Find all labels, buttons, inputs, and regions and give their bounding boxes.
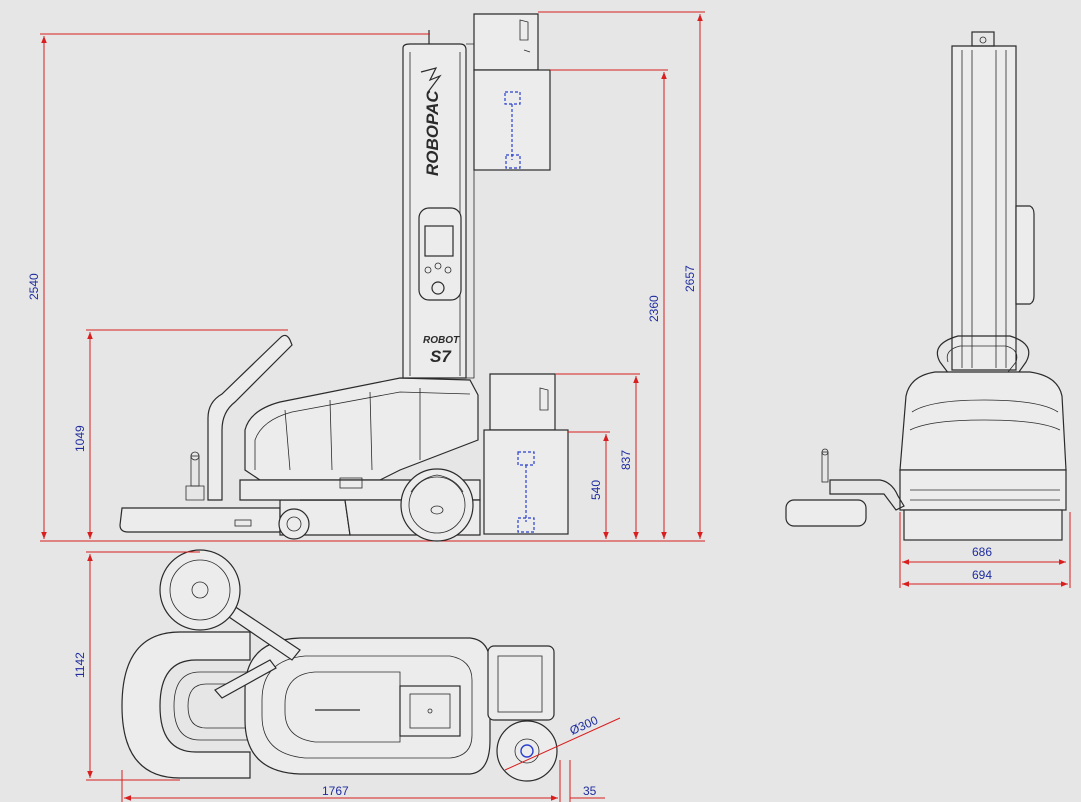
logo: ROBOPAC [423, 90, 442, 176]
front-column [951, 45, 1017, 371]
plan-wheel-hub [514, 738, 540, 764]
column-rail [466, 43, 475, 379]
dim-686-label: 686 [972, 545, 992, 559]
control-panel [418, 207, 462, 301]
plan-skid-inner-2 [187, 683, 250, 729]
front-wheel-hub [286, 516, 302, 532]
front-side-arm [829, 479, 905, 511]
front-knob [821, 448, 829, 456]
side-view: ROBOPAC ROBOT S7 2540 1049 [27, 11, 705, 542]
plan-column-plate-inner [409, 693, 451, 729]
logo-text: ROBOPAC [423, 90, 442, 176]
plan-skid-inner [173, 671, 250, 741]
lower-carriage [489, 373, 556, 431]
front-wheel [278, 508, 310, 540]
handle-knob [190, 451, 200, 461]
plan-view: 1142 1767 35 Ø300 [73, 549, 621, 802]
plan-carriage [487, 645, 555, 721]
upper-film-roll [504, 91, 521, 169]
upper-carriage-details [519, 19, 531, 53]
control-knob [431, 281, 445, 295]
handle-knob-stem [190, 455, 200, 487]
front-body-curve-1 [911, 399, 1059, 413]
front-handle-inner [946, 345, 1018, 403]
handle-knob-base [185, 485, 205, 501]
dim-2657-label: 2657 [683, 265, 697, 292]
lower-carriage-details [539, 387, 549, 411]
dim-diameter-leader [504, 717, 621, 771]
lower-film-roll [517, 451, 535, 533]
plan-body-seat [284, 671, 401, 743]
dim-35-label: 35 [583, 784, 597, 798]
dim-837-label: 837 [619, 450, 633, 470]
model-label-line1: ROBOT [423, 335, 460, 346]
plan-steer-wheel-hub [191, 581, 209, 599]
front-body [899, 371, 1067, 471]
plan-body-inner [261, 655, 473, 759]
plan-wheel [496, 720, 558, 782]
plan-column-center [427, 708, 433, 714]
plan-steer-wheel-rim [169, 559, 231, 621]
control-button-2 [444, 266, 452, 274]
dim-1767-label: 1767 [322, 784, 349, 798]
front-base-lower [903, 509, 1063, 541]
skid-slot [234, 519, 252, 527]
front-column-top [971, 31, 995, 47]
control-button-3 [434, 262, 442, 270]
front-control-box [1015, 205, 1035, 305]
front-body-curve-2 [909, 419, 1061, 431]
plan-carriage-inner [497, 655, 543, 713]
dim-694-label: 694 [972, 568, 992, 582]
front-view: 686 694 [785, 31, 1071, 588]
plan-skid [121, 631, 251, 779]
front-column-eye [979, 36, 987, 44]
drive-wheel-spokes [410, 474, 464, 493]
chassis-ribs [284, 388, 421, 471]
dim-1142-label: 1142 [73, 652, 87, 678]
plan-column-plate [399, 685, 461, 737]
chassis-line-1 [254, 391, 471, 470]
plan-wheel-axle [520, 744, 534, 758]
logo-mark [420, 67, 442, 93]
drive-wheel-rim [408, 476, 466, 534]
front-base-lines [910, 489, 1060, 501]
control-button-1 [424, 266, 432, 274]
model-label-line2: S7 [430, 347, 452, 366]
dim-2360-label: 2360 [647, 295, 661, 322]
plan-arm-link [214, 659, 277, 699]
frame-plate [339, 477, 363, 489]
dim-2540-label: 2540 [27, 273, 41, 300]
front-side-pad [785, 499, 867, 527]
dim-540-label: 540 [589, 480, 603, 500]
front-knob-stem [821, 451, 829, 483]
control-display [424, 225, 454, 257]
steering-handle [207, 334, 293, 501]
dim-1049-label: 1049 [73, 425, 87, 452]
drive-wheel-hub [430, 505, 444, 515]
plan-steer-wheel [159, 549, 241, 631]
drive-wheel [400, 468, 474, 542]
front-skid [119, 507, 281, 533]
